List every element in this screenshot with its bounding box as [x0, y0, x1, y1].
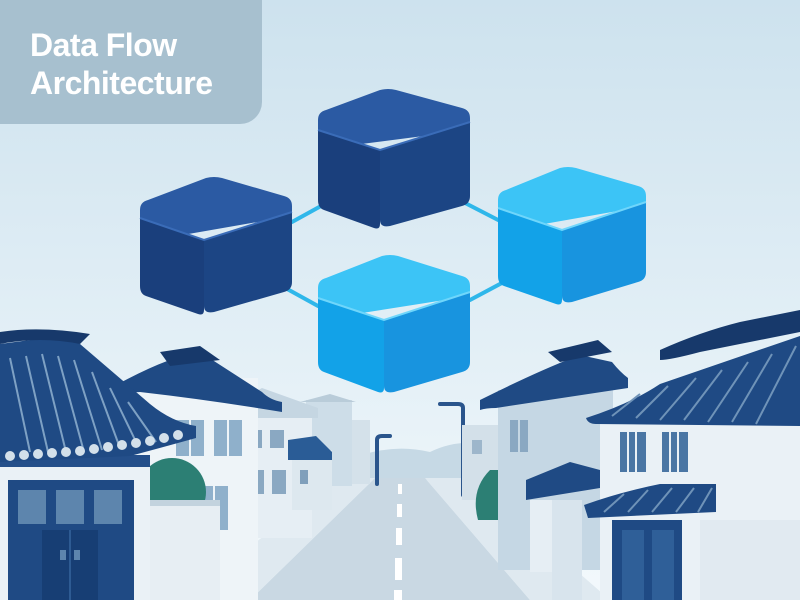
title-panel: Data Flow Architecture	[0, 0, 262, 124]
node-top-cube	[317, 89, 471, 229]
hanok-left	[0, 329, 196, 600]
roof-white-left	[118, 352, 282, 412]
lane-markings	[394, 484, 402, 600]
hanok-right	[584, 310, 800, 600]
left-buildings	[0, 329, 370, 600]
right-buildings	[462, 310, 800, 600]
node-bottom-cube	[317, 255, 471, 393]
node-left-cube	[139, 177, 293, 315]
node-right-cube	[497, 167, 647, 305]
tree-right	[475, 470, 498, 520]
road	[250, 478, 530, 600]
street-lamps	[375, 402, 465, 497]
title-line-2: Architecture	[30, 65, 213, 101]
title-line-1: Data Flow	[30, 27, 177, 63]
